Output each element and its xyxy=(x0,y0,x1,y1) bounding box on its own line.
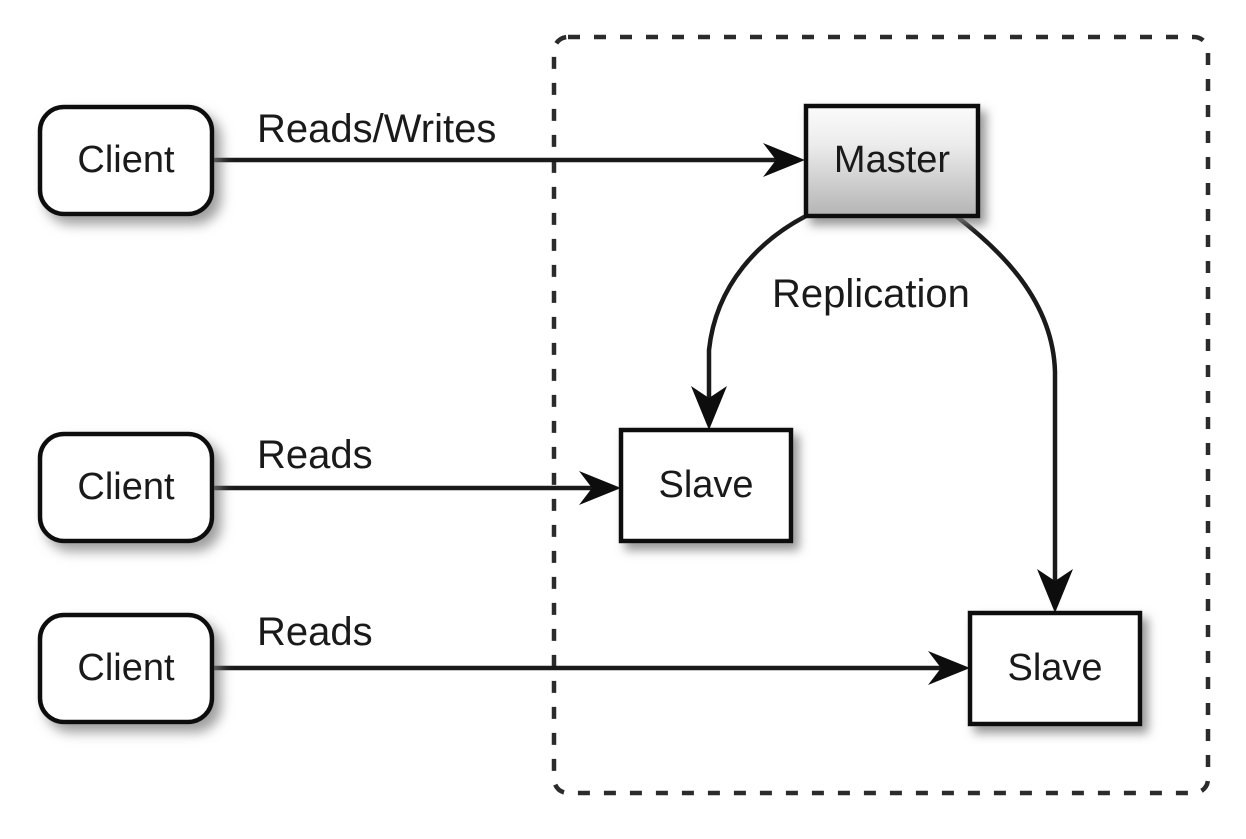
edge-curve xyxy=(954,214,1058,582)
edge-curve xyxy=(706,214,808,398)
arrowhead-icon xyxy=(691,386,727,430)
cluster-boundary-rect xyxy=(551,34,1211,796)
edge-client-middle-slave-top xyxy=(206,471,621,505)
client-bottom-shape[interactable] xyxy=(37,612,215,725)
node-client-middle[interactable]: Client xyxy=(37,431,215,544)
node-client-bottom[interactable]: Client xyxy=(37,612,215,725)
slave-bottom-label: Slave xyxy=(1007,647,1102,689)
edge-master-slave-top xyxy=(691,214,808,430)
client-top-label: Client xyxy=(77,139,175,181)
client-middle-shape[interactable] xyxy=(37,431,215,544)
master-label: Master xyxy=(834,139,950,181)
edge-label-reads-bottom: Reads xyxy=(257,610,373,654)
arrowhead-icon xyxy=(928,651,970,685)
node-slave-top[interactable]: Slave xyxy=(618,427,794,544)
edge-master-slave-bottom xyxy=(954,214,1073,613)
cluster-boundary xyxy=(551,34,1211,796)
slave-bottom-shape[interactable] xyxy=(967,610,1143,727)
slave-top-label: Slave xyxy=(658,464,753,506)
master-shape[interactable] xyxy=(803,103,981,219)
arrowhead-icon xyxy=(763,143,805,177)
node-client-top[interactable]: Client xyxy=(37,104,215,217)
arrowhead-icon xyxy=(1037,569,1073,613)
edge-label-reads-middle: Reads xyxy=(257,433,373,477)
client-top-shape[interactable] xyxy=(37,104,215,217)
slave-top-shape[interactable] xyxy=(618,427,794,544)
client-bottom-label: Client xyxy=(77,647,175,689)
node-slave-bottom[interactable]: Slave xyxy=(967,610,1143,727)
client-middle-label: Client xyxy=(77,466,175,508)
edge-client-top-master xyxy=(206,143,805,177)
arrowhead-icon xyxy=(579,471,621,505)
node-master[interactable]: Master xyxy=(803,103,981,219)
edge-label-replication: Replication xyxy=(772,272,970,316)
edge-label-reads-writes: Reads/Writes xyxy=(257,107,496,151)
edge-client-bottom-slave-bottom xyxy=(206,651,970,685)
